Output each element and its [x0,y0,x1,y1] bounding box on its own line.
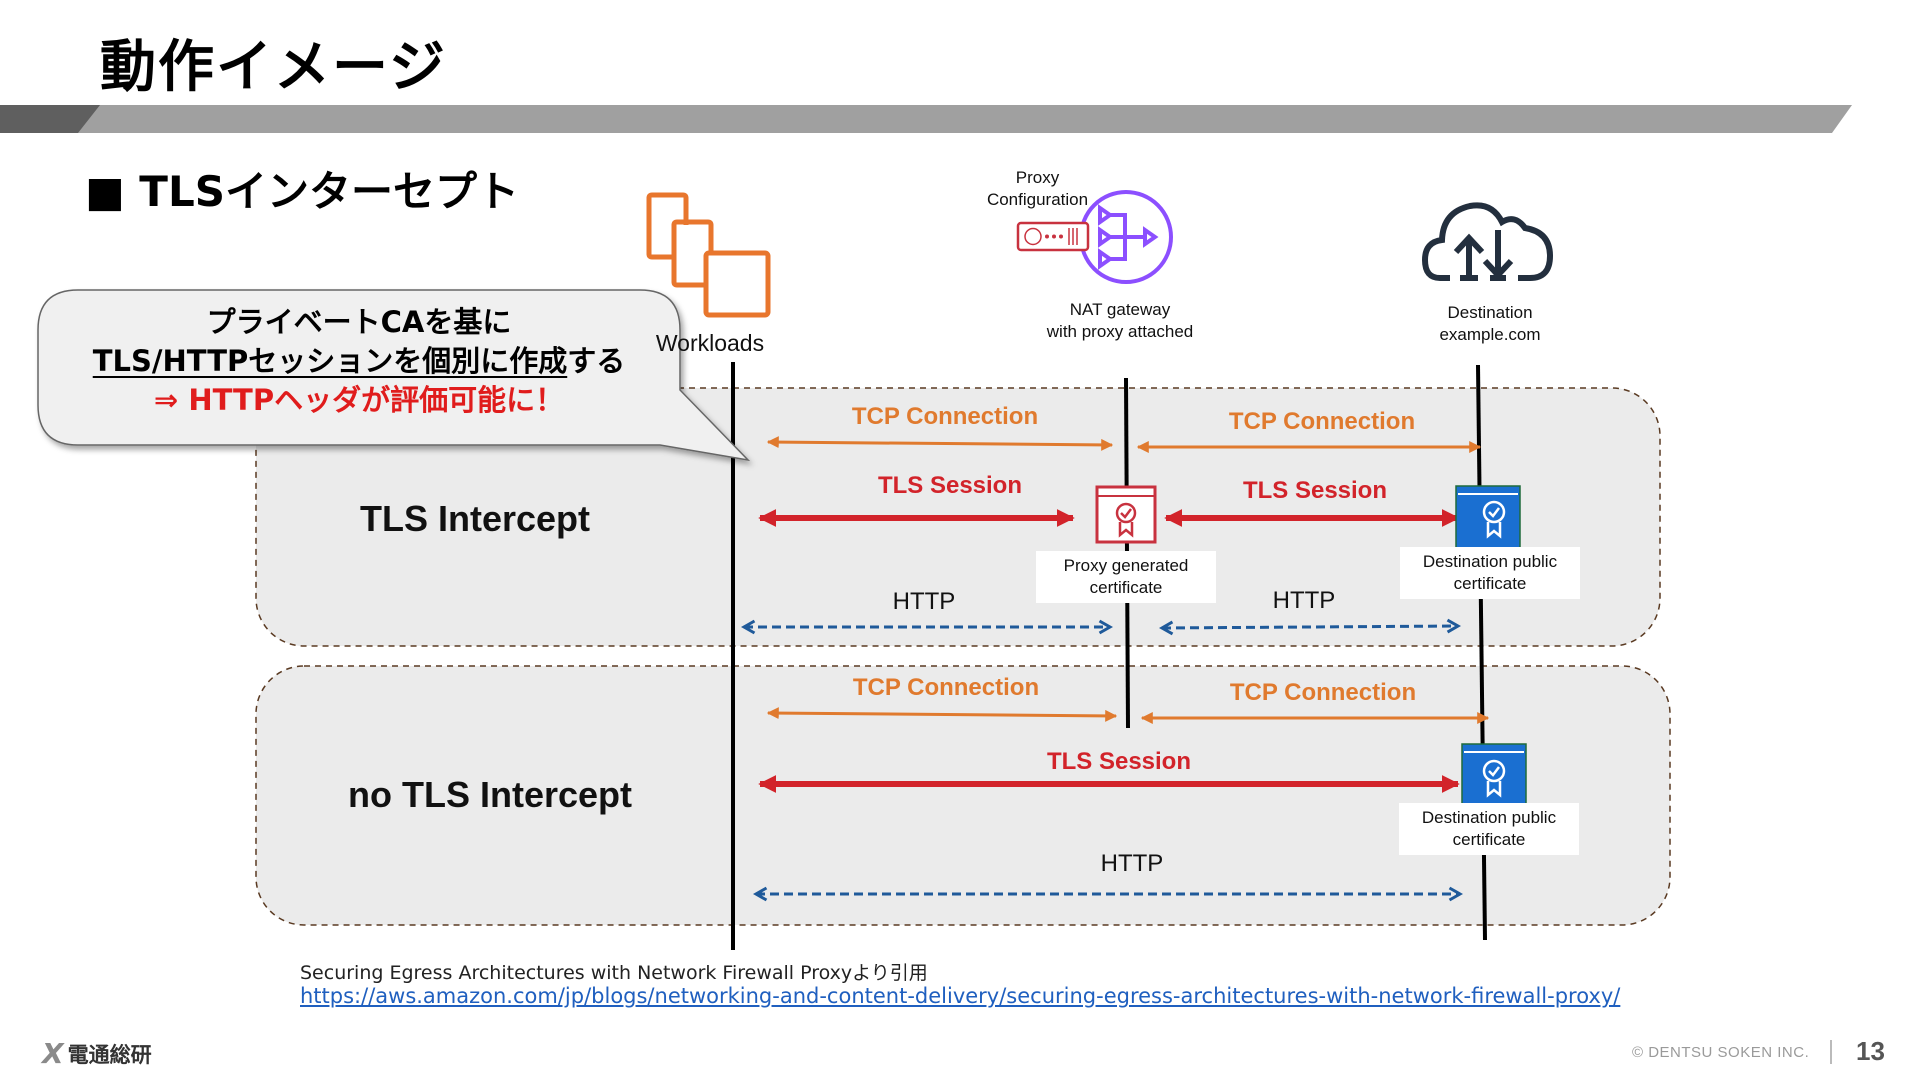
nat-gateway-label: NAT gateway with proxy attached [1020,299,1220,343]
nat-gateway-label-line2: with proxy attached [1046,322,1194,341]
callout-line2: TLS/HTTPセッションを個別に作成する [38,342,680,381]
proxy-certificate-label-line1: Proxy generated [1063,556,1189,575]
tcp-label-nointercept-left: TCP Connection [852,674,1040,701]
title-band-dark [0,105,100,133]
http-label-nointercept: HTTP [1100,850,1164,877]
destination-certificate-icon [1461,743,1527,807]
destination-certificate-label-line1: Destination public [1422,552,1558,571]
tls-label-intercept-right: TLS Session [1242,477,1388,504]
destination-certificate-label: Destination public certificate [1399,803,1579,855]
footer-divider [1830,1040,1832,1064]
tcp-label-intercept-right: TCP Connection [1228,408,1416,435]
arrow-tcp-intercept-left [766,436,1114,451]
title-band-light [0,105,1852,133]
proxy-certificate-label-line2: certificate [1089,578,1163,597]
destination-certificate-label-line2: certificate [1452,830,1526,849]
title-band [0,105,1852,133]
slide-title: 動作イメージ [100,35,447,100]
citation-link[interactable]: https://aws.amazon.com/jp/blogs/networki… [300,984,1621,1008]
callout-bubble [37,289,751,462]
workloads-icon [646,192,771,318]
destination-label-line1: Destination [1447,303,1533,322]
callout-line3: ⇒ HTTPヘッダが評価可能に！ [153,383,565,417]
proxy-configuration-icon [1016,221,1090,252]
cloud-upload-download-icon [1421,202,1554,281]
destination-label-line2: example.com [1439,325,1541,344]
nat-gateway-label-line1: NAT gateway [1069,300,1171,319]
proxy-certificate-label: Proxy generated certificate [1036,551,1216,603]
proxy-configuration-label: Proxy Configuration [975,167,1100,211]
row-label-tls-intercept: TLS Intercept [359,498,591,539]
tls-label-intercept-left: TLS Session [877,472,1023,499]
destination-label: Destination example.com [1390,302,1590,346]
tcp-label-nointercept-right: TCP Connection [1229,679,1417,706]
http-label-intercept-left: HTTP [892,588,956,615]
proxy-configuration-line2: Configuration [986,190,1089,209]
logo-text: 電通総研 [67,1042,152,1067]
company-logo: X 電通総研 [42,1037,152,1070]
callout-line2-underlined: TLS/HTTPセッションを個別に作成 [92,344,568,378]
callout-line1: プライベートCAを基に [206,305,512,339]
destination-certificate-label: Destination public certificate [1400,547,1580,599]
destination-certificate-label-line2: certificate [1453,574,1527,593]
tls-label-nointercept: TLS Session [1046,748,1192,775]
region-no-tls-intercept [255,665,1671,926]
workloads-label: Workloads [655,330,765,356]
proxy-configuration-line1: Proxy [1015,168,1060,187]
destination-certificate-icon [1455,485,1521,549]
page-number: 13 [1856,1036,1885,1066]
callout-text: プライベートCAを基に TLS/HTTPセッションを個別に作成する ⇒ HTTP… [38,303,680,420]
destination-certificate-label-line1: Destination public [1421,808,1557,827]
section-subtitle: ■ TLSインターセプト [85,167,519,216]
row-label-no-tls-intercept: no TLS Intercept [347,774,632,815]
logo-mark-icon: X [42,1037,64,1070]
http-label-intercept-right: HTTP [1272,587,1336,614]
arrow-http-intercept-right [1158,618,1462,636]
arrow-tcp-nointercept-left [766,707,1118,722]
callout-line2-tail: する [567,344,626,378]
tcp-label-intercept-left: TCP Connection [851,403,1039,430]
citation-text: Securing Egress Architectures with Netwo… [300,962,928,984]
copyright: © DENTSU SOKEN INC. [1632,1044,1810,1061]
proxy-certificate-icon [1095,485,1157,544]
